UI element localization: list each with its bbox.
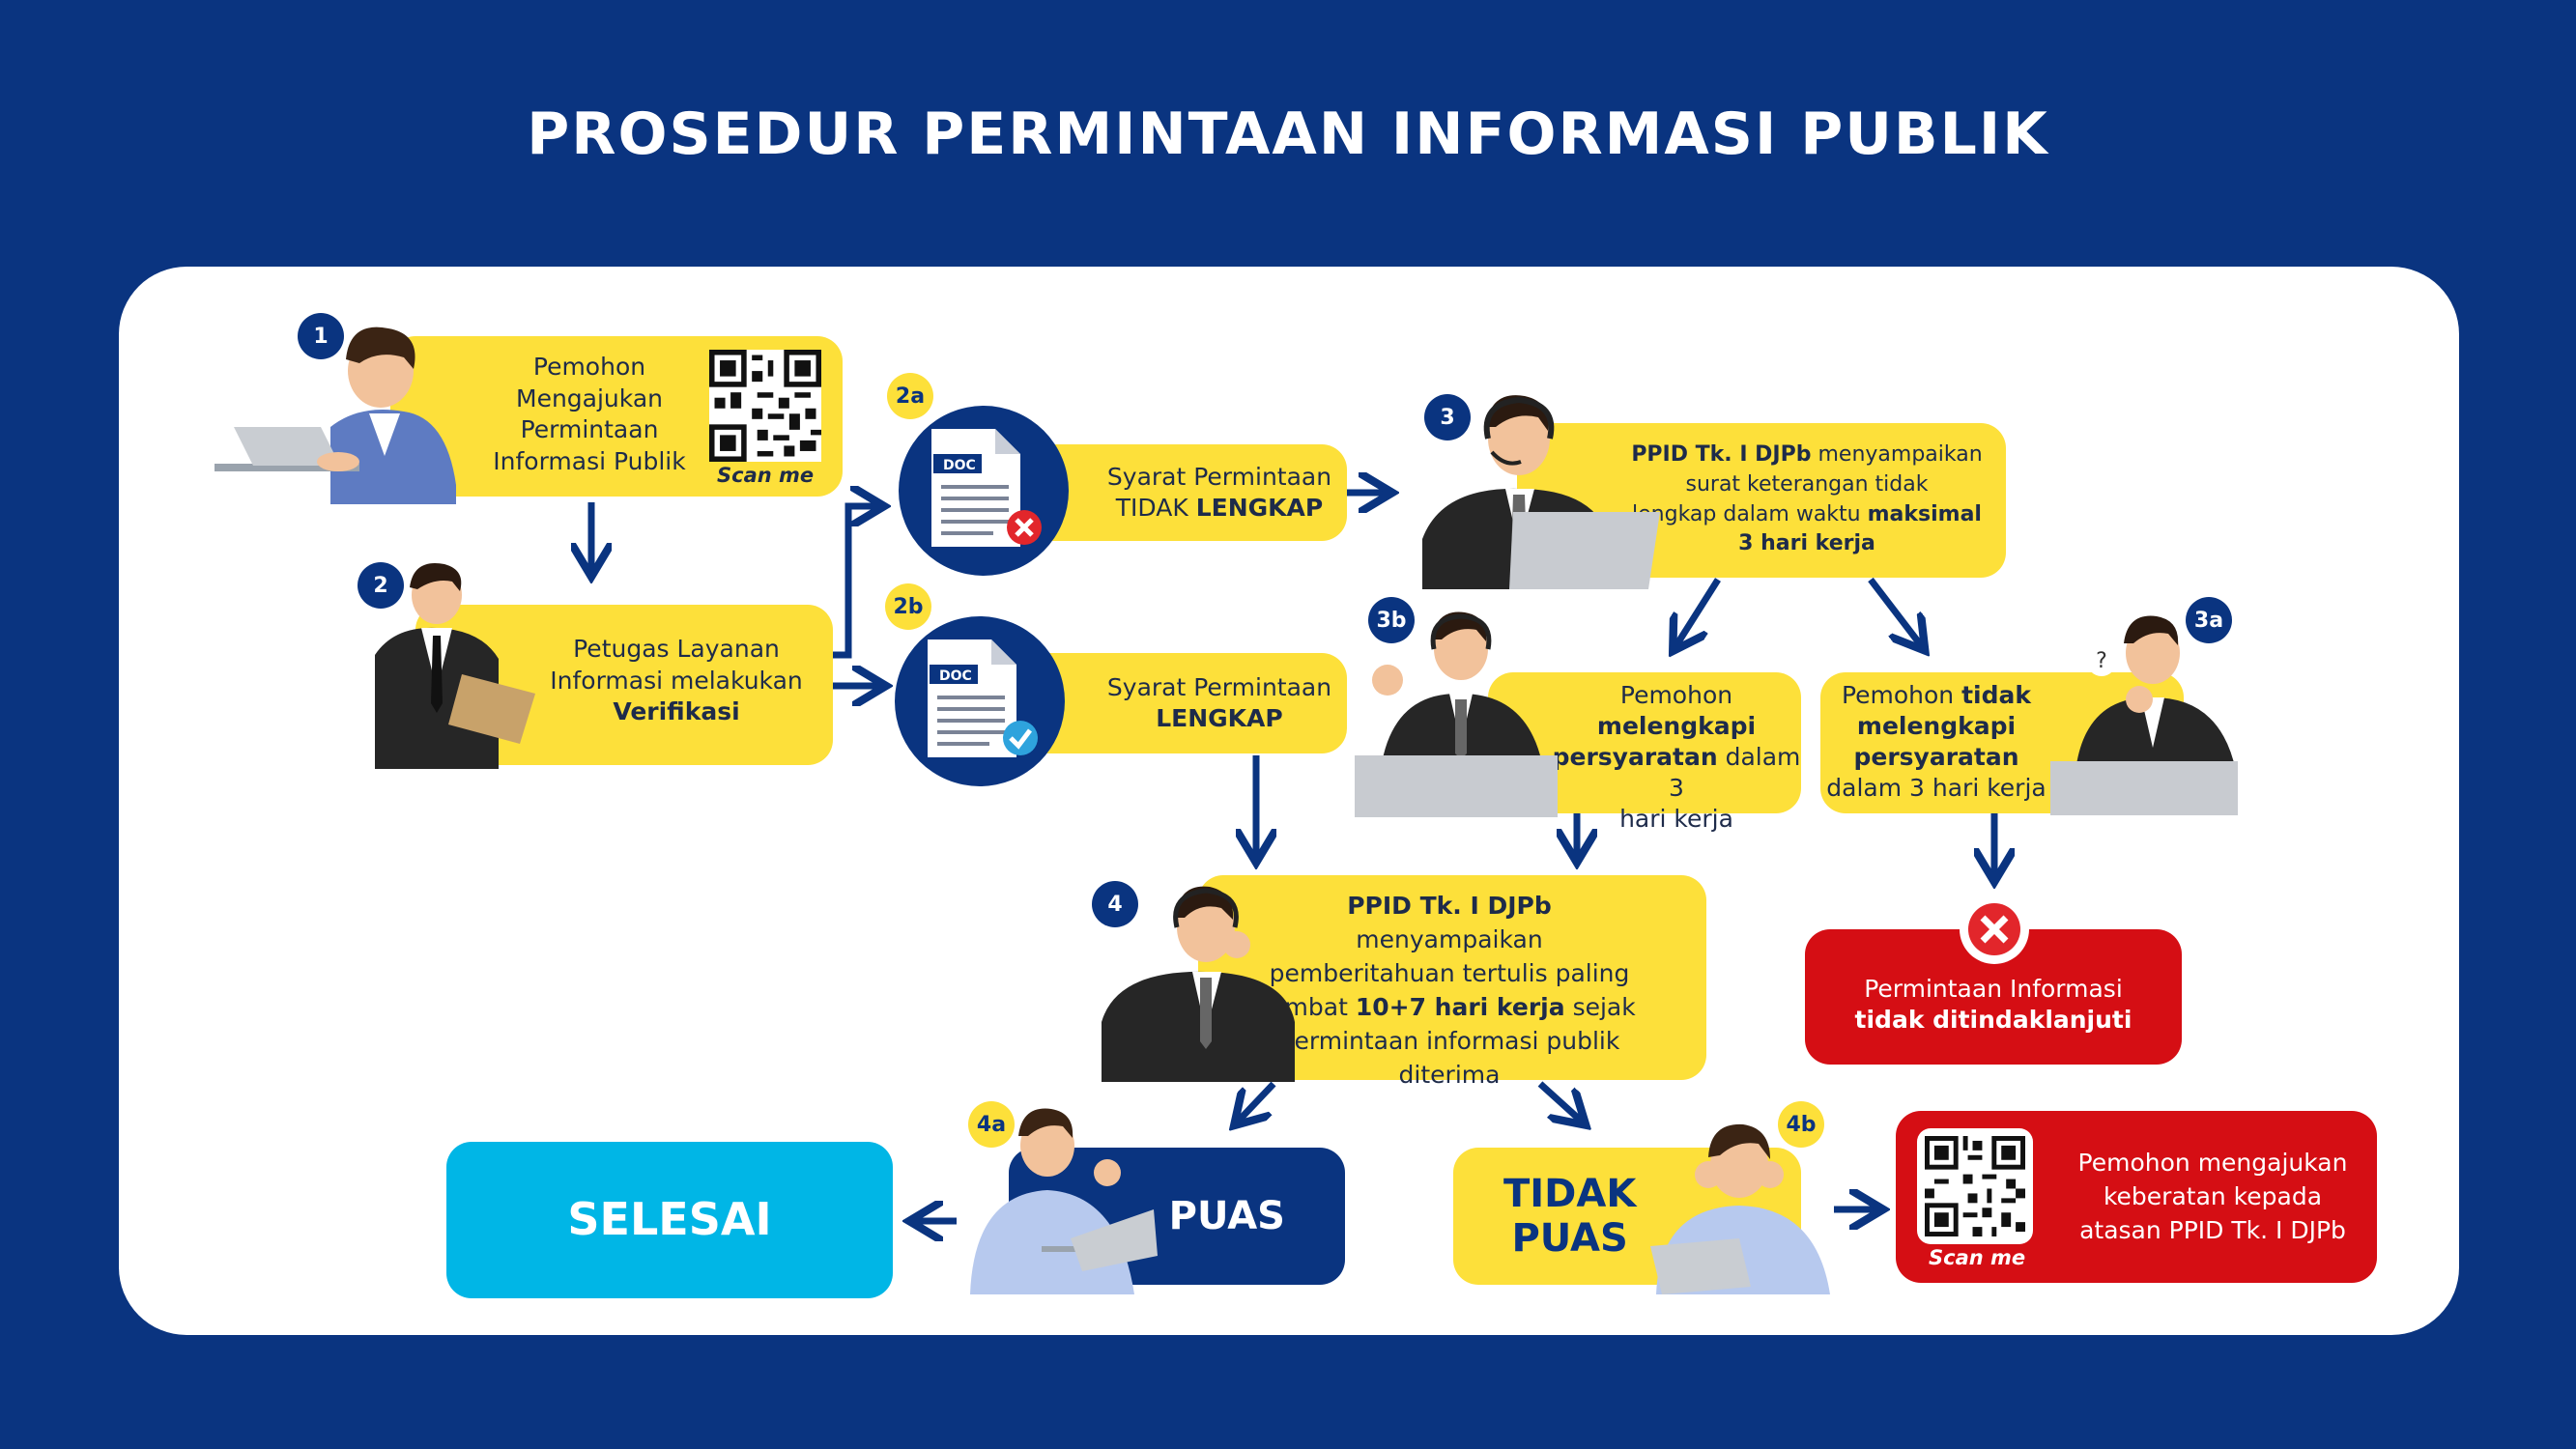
- step-badge-4b: 4b: [1778, 1101, 1824, 1148]
- arrow-3-to-3a: [1868, 577, 1921, 645]
- document-rejected-icon: [931, 429, 1042, 547]
- step-badge-4a: 4a: [968, 1101, 1015, 1148]
- reject-line1: Permintaan Informasi: [1864, 974, 2123, 1003]
- operator-phone-icon: [1102, 886, 1295, 1082]
- step-4-line6: diterima: [1398, 1061, 1501, 1089]
- step-2b-box: Syarat Permintaan LENGKAP: [1024, 653, 1347, 753]
- step-4-line4-bold: 10+7 hari kerja: [1355, 993, 1565, 1021]
- step-2b-line1: Syarat Permintaan: [1106, 672, 1332, 701]
- step-3-line3-bold: maksimal: [1867, 501, 1982, 526]
- step-badge-4: 4: [1092, 881, 1138, 927]
- step-3a-pre: Pemohon: [1841, 681, 1962, 709]
- doc-label-2b: DOC: [939, 668, 972, 684]
- person-laptop-icon: [215, 327, 456, 504]
- selesai-box: SELESAI: [446, 1142, 893, 1298]
- step-2-line2: Informasi melakukan: [550, 666, 803, 695]
- step-4-line5: permintaan informasi publik: [1278, 1027, 1620, 1055]
- operator-ok-gesture-icon: [1355, 611, 1558, 817]
- step-3b-bold1: melengkapi: [1596, 712, 1757, 740]
- step-1-line4: Informasi Publik: [493, 446, 686, 475]
- step-2a-box: Syarat Permintaan TIDAK LENGKAP: [1024, 444, 1347, 541]
- step-badge-3b: 3b: [1368, 597, 1415, 643]
- step-4-bold1: PPID Tk. I DJPb: [1347, 892, 1552, 920]
- step-3b-line1: Pemohon: [1619, 681, 1733, 709]
- keberatan-line3: atasan PPID Tk. I DJPb: [2079, 1216, 2346, 1244]
- doc-label-2a: DOC: [943, 458, 976, 473]
- qr-code-icon[interactable]: [707, 350, 823, 462]
- step-1-line2: Mengajukan: [516, 384, 663, 412]
- step-3-line4-bold: 3 hari kerja: [1738, 531, 1875, 556]
- person-satisfied-icon: [970, 1108, 1158, 1294]
- step-4-line3: pemberitahuan tertulis paling: [1269, 959, 1630, 987]
- selesai-label: SELESAI: [567, 1193, 772, 1246]
- step-badge-2b: 2b: [885, 583, 931, 630]
- step-2-line1: Petugas Layanan: [573, 635, 780, 663]
- step-badge-1: 1: [298, 313, 344, 359]
- step-3-line3-pre: lengkap dalam waktu: [1632, 501, 1868, 526]
- step-badge-3a: 3a: [2186, 597, 2232, 643]
- close-icon: [1960, 895, 2029, 964]
- step-1-line1: Pemohon: [532, 353, 646, 381]
- scan-me-label: Scan me: [717, 464, 815, 487]
- step-4-line2: menyampaikan: [1356, 925, 1543, 953]
- reject-bold: tidak ditindaklanjuti: [1854, 1006, 2132, 1034]
- step-3-bold1: PPID Tk. I DJPb: [1631, 442, 1812, 467]
- keberatan-line1: Pemohon mengajukan: [2077, 1149, 2348, 1177]
- page-title: PROSEDUR PERMINTAAN INFORMASI PUBLIK: [527, 100, 2049, 168]
- tidak-puas-line2: PUAS: [1511, 1216, 1628, 1261]
- arrow-2-to-2a: [833, 506, 877, 659]
- step-4-line4-post: sejak: [1564, 993, 1636, 1021]
- step-3b-box: Pemohon melengkapi persyaratan dalam 3 h…: [1488, 672, 1801, 833]
- question-mark-icon: ?: [2087, 647, 2116, 676]
- arrow-4-to-tidak-puas: [1537, 1081, 1581, 1121]
- step-3a-bold1: tidak: [1961, 681, 2032, 709]
- step-2b-bold: LENGKAP: [1156, 704, 1283, 732]
- step-3b-line4: hari kerja: [1619, 805, 1733, 833]
- step-2a-line1: Syarat Permintaan: [1106, 462, 1332, 491]
- operator-headset-icon: [1422, 395, 1660, 589]
- officer-clipboard-icon: [375, 563, 535, 769]
- operator-thinking-icon: [2050, 615, 2238, 815]
- step-badge-2a: 2a: [887, 373, 933, 419]
- step-badge-3: 3: [1424, 394, 1471, 440]
- arrow-3-to-3b: [1676, 578, 1721, 645]
- scan-me-label: Scan me: [1929, 1246, 2026, 1269]
- step-3b-bold2: persyaratan: [1552, 743, 1718, 771]
- puas-label: PUAS: [1168, 1194, 1285, 1238]
- step-3a-line4: dalam 3 hari kerja: [1826, 774, 2046, 802]
- arrow-4-to-puas: [1239, 1081, 1276, 1121]
- step-3-text1: menyampaikan: [1811, 442, 1983, 467]
- step-3-line2: surat keterangan tidak: [1685, 471, 1929, 497]
- person-stressed-icon: [1650, 1123, 1830, 1294]
- step-3a-bold2: melengkapi: [1856, 712, 2017, 740]
- step-3b-text2: dalam 3: [1669, 743, 1801, 802]
- step-badge-2: 2: [358, 562, 404, 609]
- step-2a-line2-pre: TIDAK: [1115, 494, 1196, 522]
- step-2a-line2-bold: LENGKAP: [1195, 494, 1324, 522]
- step-1-line3: Permintaan: [520, 415, 659, 443]
- step-3a-bold3: persyaratan: [1853, 743, 2019, 771]
- tidak-puas-line1: TIDAK: [1503, 1172, 1637, 1216]
- keberatan-line2: keberatan kepada: [2103, 1182, 2323, 1210]
- document-approved-icon: [928, 639, 1038, 757]
- step-2-bold: Verifikasi: [613, 697, 740, 725]
- qr-code-icon[interactable]: [1925, 1136, 2025, 1236]
